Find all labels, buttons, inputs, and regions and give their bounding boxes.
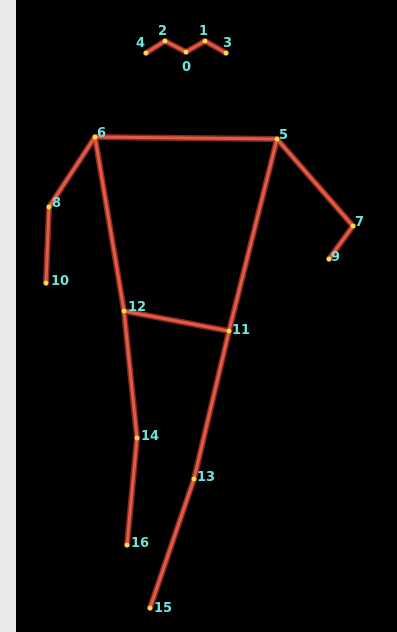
joint-13 xyxy=(192,477,197,482)
joint-label-16: 16 xyxy=(131,536,149,551)
joint-10 xyxy=(44,281,49,286)
bone-14-16 xyxy=(127,438,137,545)
bone-11-13 xyxy=(194,331,229,479)
bone-5-7 xyxy=(277,139,353,226)
joint-label-2: 2 xyxy=(158,24,167,39)
joint-label-1: 1 xyxy=(199,24,208,39)
bone-layer xyxy=(46,41,353,608)
joint-3 xyxy=(224,51,229,56)
joint-label-11: 11 xyxy=(232,323,250,338)
joint-label-8: 8 xyxy=(52,196,61,211)
joint-label-7: 7 xyxy=(355,215,364,230)
joint-label-5: 5 xyxy=(279,128,288,143)
bone-0-1 xyxy=(186,41,205,52)
joint-label-6: 6 xyxy=(97,126,106,141)
joint-15 xyxy=(148,606,153,611)
joint-1 xyxy=(203,39,208,44)
joint-label-3: 3 xyxy=(223,36,232,51)
joint-label-0: 0 xyxy=(182,60,191,75)
joint-label-14: 14 xyxy=(141,429,159,444)
joint-label-12: 12 xyxy=(128,300,146,315)
joint-label-15: 15 xyxy=(154,601,172,616)
joint-label-4: 4 xyxy=(136,36,145,51)
joint-8 xyxy=(47,205,52,210)
joint-11 xyxy=(227,329,232,334)
bone-13-15 xyxy=(150,479,194,608)
joint-0 xyxy=(184,50,189,55)
joint-12 xyxy=(122,309,127,314)
bone-5-11 xyxy=(229,139,277,331)
joint-16 xyxy=(125,543,130,548)
joint-4 xyxy=(144,51,149,56)
joint-2 xyxy=(163,39,168,44)
joint-label-13: 13 xyxy=(197,470,215,485)
bone-12-14 xyxy=(124,311,137,438)
bone-6-12 xyxy=(95,137,124,311)
joint-label-9: 9 xyxy=(331,250,340,265)
bone-2-0 xyxy=(165,41,186,52)
bone-4-2 xyxy=(146,41,165,53)
joint-14 xyxy=(135,436,140,441)
bone-6-5 xyxy=(95,137,277,139)
joint-label-10: 10 xyxy=(51,274,69,289)
